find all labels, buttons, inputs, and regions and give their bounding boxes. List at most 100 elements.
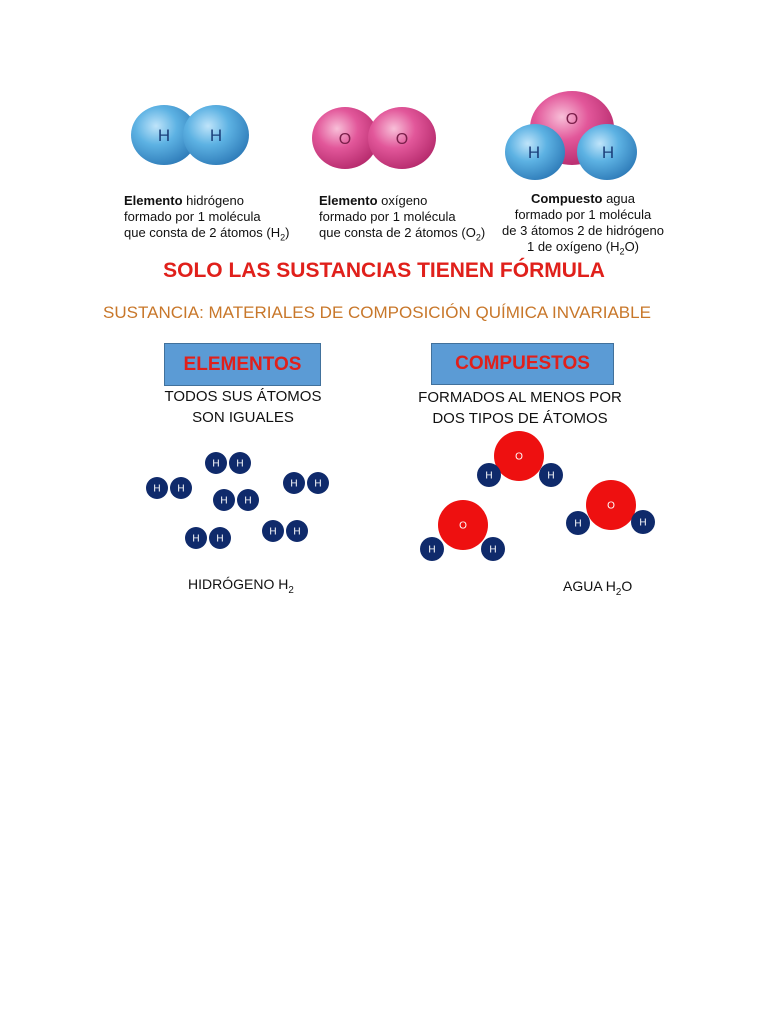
caption-text: formado por 1 molécula [319,209,456,224]
caption-text: AGUA H [563,578,616,594]
caption-text: ) [285,225,290,240]
caption-text: HIDRÓGENO H [188,576,289,592]
hydrogen-atom-circle [209,527,231,549]
hydrogen-atom-circle [420,537,444,561]
hydrogen-atom-circle [213,489,235,511]
hydrogen-atom: H [170,477,192,499]
atom-label: O [515,452,523,463]
hydrogen-atom-circle [481,537,505,561]
oxygen-atom-circle [586,480,636,530]
atom-label: H [212,459,219,470]
atom-label: H [210,126,222,145]
atom-label: H [528,143,540,162]
atom-label: H [244,496,251,507]
atom-label: O [459,521,467,532]
hydrogen-atom [505,124,565,180]
compuestos-description: FORMADOS AL MENOS POR DOS TIPOS DE ÁTOMO… [405,387,635,429]
agua-caption: AGUA H2O [563,578,632,598]
hydrogen-atom-circle [170,477,192,499]
caption-text: formado por 1 molécula [514,207,652,222]
atom-label: H [216,534,223,545]
hydrogen-atom [183,105,249,165]
hydrogen-atom-circle [307,472,329,494]
description-line: DOS TIPOS DE ÁTOMOS [432,410,608,427]
hydrogen-atom: H [146,477,168,499]
subscript: 2 [280,232,286,243]
oxygen-atom [368,107,436,169]
caption-bold: Elemento [319,193,378,208]
atom-label: H [485,471,492,482]
hydrogen-atom: H [237,489,259,511]
oxygen-caption: Elemento oxígeno formado por 1 molécula … [319,193,485,246]
caption-bold: Compuesto [530,191,603,206]
hydrogen-atom: H [631,510,655,534]
oxygen-atom-circle [438,500,488,550]
hydrogen-atom [577,124,637,180]
hydrogen-atom-circle [566,511,590,535]
hydrogen-atom: H [213,489,235,511]
hydrogen-atom: H [205,452,227,474]
hydrogen-atom: H [307,472,329,494]
hydrogen-atom: H [539,463,563,487]
atom-label: H [153,484,160,495]
atom-label: O [566,111,578,128]
caption-text: agua [602,191,636,206]
atom-label: H [639,518,646,529]
atom-label: H [428,545,435,556]
hydrogen-atom-circle [205,452,227,474]
oxygen-atom [312,107,378,169]
hydrogen-atom-circle [283,472,305,494]
caption-text: que consta de 2 átomos (H [124,225,281,240]
atom-label: H [269,527,276,538]
atom-label: H [177,484,184,495]
hydrogen-atom-circle [631,510,655,534]
top-molecules-illustration: H H O O O H H [131,91,637,180]
compuestos-box: COMPUESTOS [431,343,614,385]
oxygen-atom-circle [494,431,544,481]
atom-label: H [158,126,170,145]
atom-label: H [547,471,554,482]
subscript: 2 [615,586,622,598]
hydrogen-atom: H [262,520,284,542]
hidrogeno-caption: HIDRÓGENO H2 [188,576,294,596]
water-molecule-top: O H H [505,91,637,180]
hydrogen-atom: H [185,527,207,549]
atom-label: H [602,143,614,162]
hydrogen-atom: H [477,463,501,487]
caption-text: oxígeno [377,193,428,208]
hydrogen-caption: Elemento hidrógeno formado por 1 molécul… [124,193,290,246]
hydrogen-atom-circle [262,520,284,542]
description-line: TODOS SUS ÁTOMOS [164,388,322,405]
atom-label: H [192,534,199,545]
caption-text: de 3 átomos 2 de hidrógeno [502,223,664,238]
hydrogen-atom-circle [146,477,168,499]
elementos-description: TODOS SUS ÁTOMOS SON IGUALES [138,386,348,428]
water-caption: Compuesto agua formado por 1 molécula de… [498,191,668,260]
atom-label: H [290,479,297,490]
oxygen-atom: O [494,431,544,481]
hydrogen-atom-circle [185,527,207,549]
caption-text: que consta de 2 átomos (O [319,225,476,240]
caption-text: formado por 1 molécula [124,209,261,224]
elementos-box: ELEMENTOS [164,343,321,386]
caption-text: hidrógeno [182,193,244,208]
atom-label: H [220,496,227,507]
oxygen-molecule-top: O O [312,107,436,169]
caption-text: O) [624,239,640,254]
hydrogen-atom [131,105,197,165]
caption-text: 1 de oxígeno (H [526,239,620,254]
hydrogen-atom: H [209,527,231,549]
hydrogen-atom-circle [237,489,259,511]
description-line: FORMADOS AL MENOS POR [418,389,622,406]
atom-label: H [236,459,243,470]
caption-bold: Elemento [124,193,183,208]
hydrogen-atom: H [481,537,505,561]
hydrogen-atom: H [229,452,251,474]
oxygen-atom: O [586,480,636,530]
page-subtitle: SUSTANCIA: MATERIALES DE COMPOSICIÓN QUÍ… [103,303,651,322]
hydrogen-atom: H [283,472,305,494]
atom-label: O [396,131,408,148]
caption-text: O [621,578,633,594]
subscript: 2 [475,232,481,243]
